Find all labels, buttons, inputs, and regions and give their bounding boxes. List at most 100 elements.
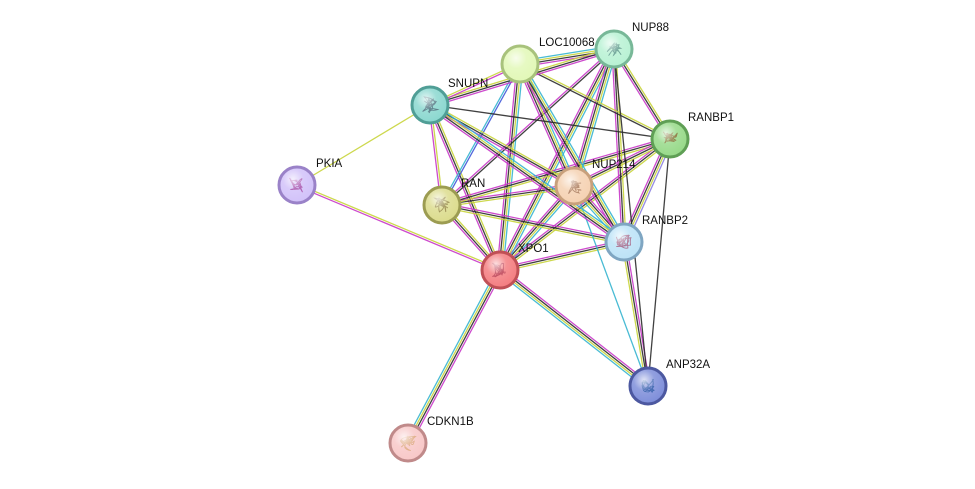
- edge-strand: [427, 106, 623, 245]
- edge-strand: [572, 48, 614, 186]
- edge-strand: [647, 138, 671, 387]
- node-ranbp1[interactable]: RANBP1: [650, 112, 734, 159]
- node-ran[interactable]: RAN: [422, 178, 485, 225]
- node-highlight: [607, 225, 641, 259]
- edge-strand: [408, 270, 502, 444]
- edge-strand: [520, 63, 626, 242]
- edge-strand: [500, 140, 672, 273]
- edge-strand: [516, 64, 572, 188]
- edge-strand: [406, 269, 500, 443]
- edge-strand: [500, 64, 522, 271]
- edge-strand: [440, 63, 520, 205]
- edge-strand: [429, 105, 624, 244]
- node-loc10068[interactable]: LOC10068: [500, 37, 595, 84]
- edge-strand: [519, 64, 670, 141]
- edge-strand: [623, 241, 649, 387]
- edge-strand: [297, 183, 501, 270]
- edge-strand: [613, 48, 649, 387]
- node-highlight: [413, 88, 447, 122]
- edge-strand: [431, 103, 503, 270]
- edge-strand: [410, 271, 504, 445]
- edge-ranbp2-loc10068[interactable]: [516, 62, 628, 244]
- edge-strand: [499, 138, 671, 271]
- node-label: NUP214: [592, 159, 636, 171]
- edge-strand: [570, 47, 612, 186]
- edge-strand: [427, 105, 499, 272]
- edge-strand: [520, 62, 671, 139]
- node-label: SNUPN: [448, 78, 488, 90]
- node-label: RANBP1: [688, 112, 734, 124]
- edge-strand: [442, 64, 522, 206]
- edge-ranbp1-snupn[interactable]: [429, 104, 671, 140]
- node-nup214[interactable]: NUP214: [554, 159, 636, 206]
- edge-strand: [496, 63, 518, 270]
- edge-strand: [499, 239, 624, 269]
- node-label: LOC10068: [539, 37, 595, 49]
- node-label: PKIA: [316, 158, 343, 170]
- edge-strand: [430, 103, 625, 242]
- edge-xpo1-ranbp2[interactable]: [499, 239, 625, 273]
- edge-strand: [441, 204, 625, 243]
- edge-strand: [500, 268, 650, 386]
- node-snupn[interactable]: SNUPN: [410, 78, 488, 125]
- node-highlight: [597, 32, 631, 66]
- node-highlight: [280, 168, 314, 202]
- edge-strand: [501, 267, 651, 385]
- edge-ranbp1-anp32a[interactable]: [647, 138, 671, 387]
- edge-strand: [500, 49, 616, 271]
- edge-strand: [429, 104, 671, 140]
- edge-strand: [497, 271, 647, 389]
- edge-strand: [442, 49, 616, 207]
- edge-xpo1-snupn[interactable]: [427, 103, 503, 272]
- node-label: CDKN1B: [427, 416, 474, 428]
- node-anp32a[interactable]: ANP32A: [628, 359, 710, 406]
- edge-strand: [431, 102, 627, 241]
- node-highlight: [483, 253, 517, 287]
- node-ranbp2[interactable]: RANBP2: [604, 215, 688, 262]
- edge-ran-loc10068[interactable]: [440, 63, 522, 206]
- edge-ran-nup88[interactable]: [440, 47, 616, 207]
- edge-ranbp1-loc10068[interactable]: [519, 62, 671, 141]
- node-label: ANP32A: [666, 359, 710, 371]
- edge-strand: [404, 268, 498, 442]
- node-highlight: [503, 47, 537, 81]
- edge-strand: [429, 104, 501, 271]
- edge-ranbp2-snupn[interactable]: [427, 102, 627, 245]
- edge-strand: [613, 48, 625, 243]
- edge-xpo1-ranbp1[interactable]: [498, 136, 672, 273]
- edge-strand: [296, 104, 431, 186]
- edge-strand: [518, 64, 624, 243]
- edge-strand: [576, 49, 618, 188]
- edge-strand: [442, 202, 625, 241]
- edge-strand: [496, 47, 612, 269]
- edge-strand: [498, 136, 670, 269]
- node-highlight: [557, 169, 591, 203]
- edge-strand: [500, 243, 625, 273]
- node-pkia[interactable]: PKIA: [277, 158, 343, 205]
- edge-xpo1-anp32a[interactable]: [497, 267, 651, 389]
- edge-snupn-pkia[interactable]: [296, 104, 431, 186]
- node-xpo1[interactable]: XPO1: [480, 243, 549, 290]
- node-highlight: [653, 122, 687, 156]
- node-highlight: [425, 188, 459, 222]
- edge-strand: [441, 136, 670, 204]
- edge-strand: [498, 63, 520, 270]
- node-label: RANBP2: [642, 215, 688, 227]
- node-cdkn1b[interactable]: CDKN1B: [388, 416, 474, 463]
- node-nup88[interactable]: NUP88: [594, 22, 669, 69]
- edge-xpo1-cdkn1b[interactable]: [404, 268, 504, 445]
- node-label: XPO1: [518, 243, 549, 255]
- edge-strand: [430, 102, 576, 185]
- edge-strand: [621, 242, 647, 387]
- edge-nup88-anp32a[interactable]: [613, 48, 649, 387]
- edge-xpo1-pkia[interactable]: [296, 183, 501, 272]
- edge-strand: [442, 187, 575, 208]
- edge-strand: [498, 48, 614, 270]
- edge-strand: [296, 185, 500, 272]
- node-label: NUP88: [632, 22, 669, 34]
- edge-strand: [441, 138, 671, 206]
- edge-strand: [522, 62, 628, 241]
- edge-strand: [440, 47, 614, 205]
